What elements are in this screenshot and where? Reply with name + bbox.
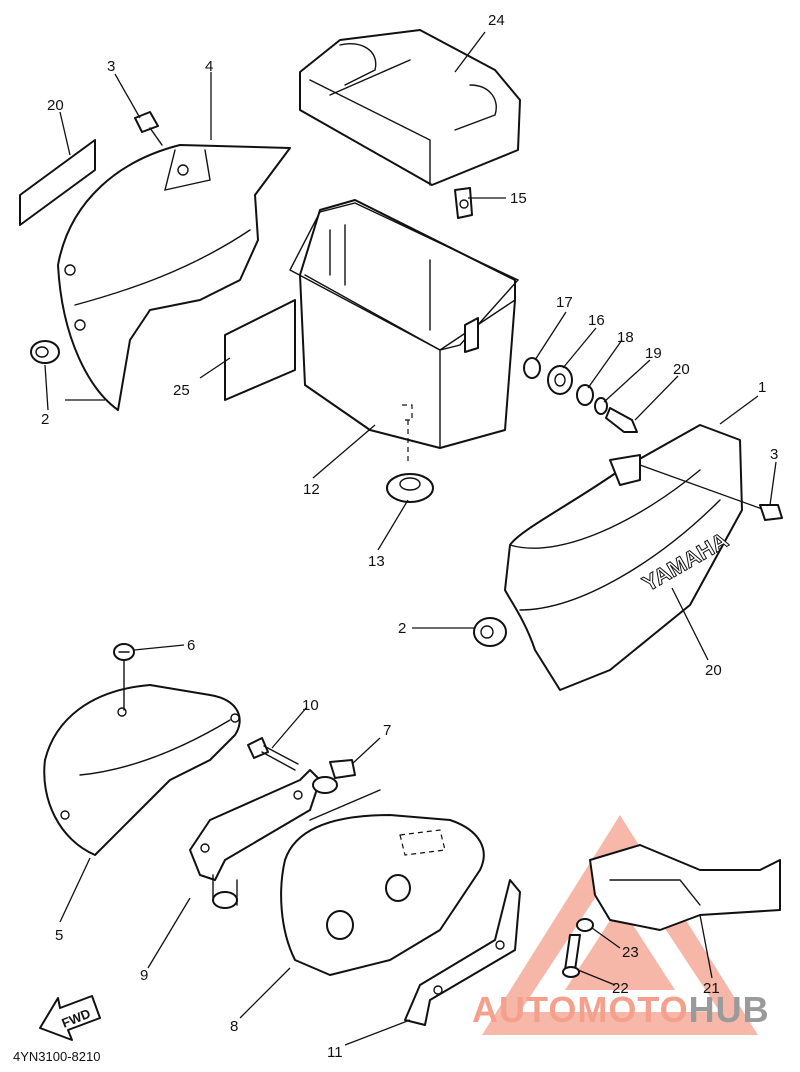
callout-19: 19 [645, 345, 662, 362]
callout-2-right: 2 [398, 620, 406, 637]
bolt-11 [247, 737, 299, 771]
right-side-cover: YAMAHA [504, 424, 743, 691]
watermark-text: AUTOMOTOHUB [472, 989, 770, 1030]
label-center [224, 299, 296, 401]
callout-1: 1 [758, 379, 766, 396]
callout-14: 13 [368, 553, 385, 570]
callout-4: 4 [205, 58, 213, 75]
callout-20-right: 20 [705, 662, 722, 679]
callout-8: 8 [230, 1018, 238, 1035]
hardware-stack [523, 357, 638, 433]
callout-12: 12 [303, 481, 320, 498]
label-left [19, 139, 96, 226]
callout-5: 5 [55, 927, 63, 944]
callout-25: 25 [173, 382, 190, 399]
bolt-22 [562, 934, 581, 978]
battery-box [289, 187, 520, 449]
callout-22: 22 [612, 980, 629, 997]
callout-16: 17 [556, 294, 573, 311]
small-cover [43, 684, 241, 856]
callout-15: 16 [588, 312, 605, 329]
callout-7: 7 [383, 722, 391, 739]
bolt-3-right [759, 504, 783, 521]
callout-18: 20 [673, 361, 690, 378]
callout-11: 10 [302, 697, 319, 714]
callout-10: 11 [327, 1044, 343, 1061]
fwd-arrow: FWD [39, 995, 101, 1041]
callout-20-left: 20 [47, 97, 64, 114]
callout-2-left: 2 [41, 411, 49, 428]
tool-box [280, 789, 485, 976]
left-side-cover [57, 144, 291, 411]
grommet-right [473, 617, 507, 647]
grommet-left [30, 340, 60, 364]
callout-3-left: 3 [107, 58, 115, 75]
grommet-14 [386, 473, 434, 503]
battery-cover [299, 29, 521, 186]
callout-13: 15 [510, 190, 527, 207]
bracket-10 [404, 879, 521, 1026]
callout-3-right: 3 [770, 446, 778, 463]
callout-6: 6 [187, 637, 195, 654]
callout-24: 24 [488, 12, 505, 29]
callout-21: 21 [703, 980, 720, 997]
callout-9: 9 [140, 967, 148, 984]
diagram-code: 4YN3100-8210 [13, 1049, 100, 1064]
washer-23 [576, 918, 594, 932]
screw-6 [113, 643, 135, 711]
bolt-3-left [134, 111, 163, 146]
bracket-21 [589, 844, 781, 931]
nut-7 [329, 759, 356, 779]
watermark-text-part1: AUTOMOTO [472, 989, 689, 1030]
watermark-text-part2: HUB [689, 989, 770, 1030]
callout-23: 23 [622, 944, 639, 961]
callout-17: 18 [617, 329, 634, 346]
bracket-9 [189, 769, 338, 909]
